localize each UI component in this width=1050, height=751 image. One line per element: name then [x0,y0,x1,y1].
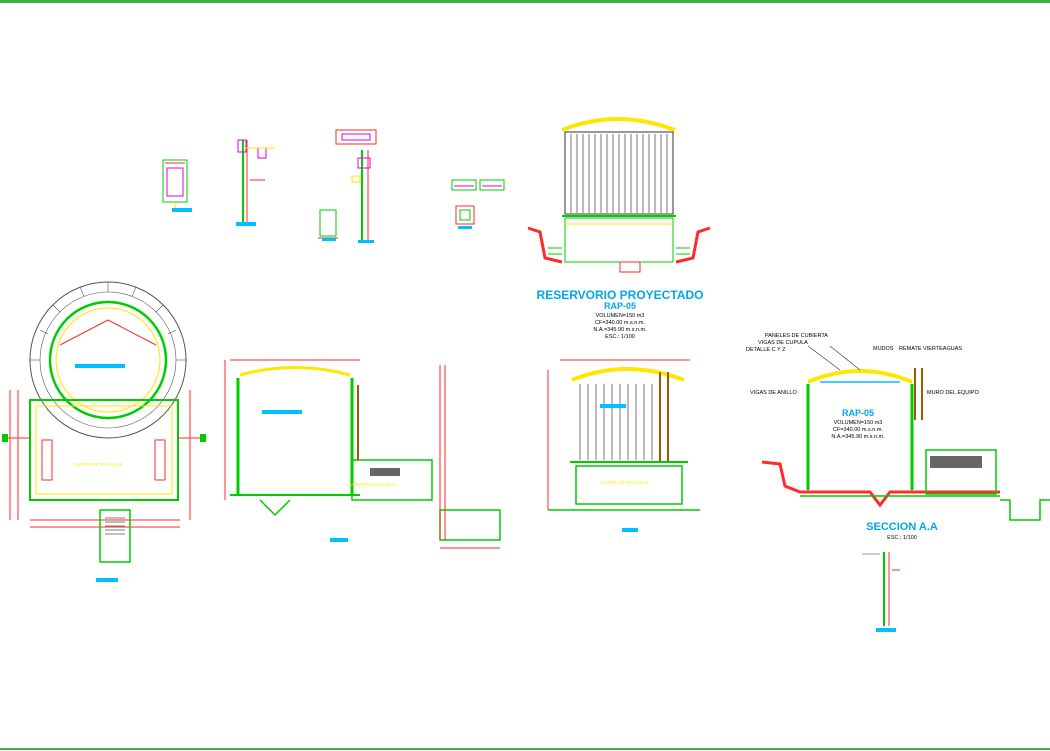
elevation-scale: ESC.: 1/100 [605,334,635,340]
detail-3 [318,129,377,243]
elevation-title: RESERVORIO PROYECTADO [537,288,704,302]
detail-4 [451,179,505,229]
section-aa-label-muro: MURO DEL EQUIPO [927,390,979,396]
section-mid-caseta-label: CASETA DE VALVULAS [600,480,649,485]
section-aa-label-vigas-anillo: VIGAS DE ANILLO [750,390,797,396]
section-aa-title: SECCION A.A [866,521,938,533]
detail-2 [236,139,275,226]
section-aa-label-vigas-cupula: VIGAS DE CUPULA [758,340,808,346]
section-mid-drawing [547,359,700,532]
section-aa-cf: CF=340.00 m.s.n.m. [833,427,883,433]
section-aa-code: RAP-05 [842,408,874,418]
section-aa-volume: VOLUMEN=150 m3 [834,420,883,426]
section-aa-label-mudos: MUDOS [873,346,894,352]
elevation-drawing [527,117,711,273]
section-left-drawing [224,359,501,549]
elevation-panels [570,134,668,213]
section-left-caseta-label: CASETA DE VALVULAS [348,482,397,487]
section-aa-label-detalle: DETALLE C Y Z [746,347,786,353]
section-aa-label-remate: REMATE VIERTEAGUAS [899,346,962,352]
elevation-volume: VOLUMEN=150 m3 [596,313,645,319]
section-aa-label-panels: PANELES DE CUBIERTA [765,333,828,339]
plan-caseta-label: CASETA DE VALVULAS [74,462,123,467]
elevation-cf: CF=340.00 m.s.n.m. [595,320,645,326]
plan-drawing [2,281,206,582]
section-aa-scale: ESC.: 1/100 [887,535,917,541]
section-aa-na: N.A.=345.90 m.s.n.m. [831,434,885,440]
detail-5 [862,552,900,632]
detail-1 [162,159,192,212]
elevation-na: N.A.=345.90 m.s.n.m. [593,327,647,333]
section-aa-drawing [761,345,1050,521]
elevation-code: RAP-05 [604,301,636,311]
